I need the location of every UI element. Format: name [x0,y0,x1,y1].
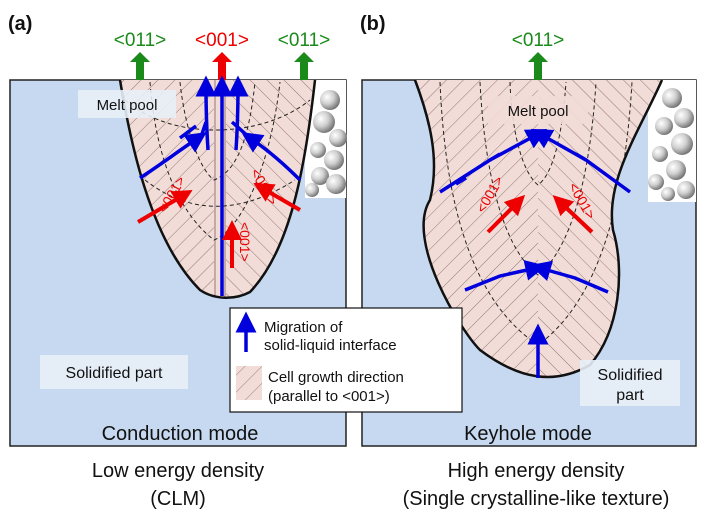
solidified-label-a: Solidified part [66,365,164,382]
panel-a-label: (a) [8,13,32,35]
powder-bed-b [648,80,696,202]
cell-growth-arrows-a [136,182,302,268]
top-direction-arrows-a [130,52,314,80]
dir-011-right: <011> [278,30,330,51]
dir-011-left: <011> [114,30,166,51]
interface-arrows-a [139,75,302,296]
mode-label-a: Conduction mode [102,423,259,445]
dir-011-b: <011> [512,30,564,51]
panel-b: (b) <011> Melt pool [360,13,697,510]
interface-arrows-b [439,128,632,378]
arrow-011-left-icon [130,52,150,80]
legend-migration-line1: Migration of [264,319,343,336]
arrow-001-center-icon [212,52,232,80]
legend-cell-line2: (parallel to <001>) [268,388,390,405]
caption-b-line2: (Single crystalline-like texture) [403,488,670,510]
mode-label-b: Keyhole mode [464,423,592,445]
panel-a: (a) [8,13,347,510]
dir-001-center: <001> [195,30,249,51]
panel-b-label: (b) [360,13,386,35]
caption-a-line2: (CLM) [150,488,206,510]
solidified-label-b-line1: Solidified [598,367,663,384]
cell-growth-arrows-b [486,194,594,234]
caption-b-line1: High energy density [448,460,625,482]
solidified-label-b-line2: part [616,387,644,404]
melt-pool-label-a: Melt pool [97,97,158,114]
label-001-vertical-a: <001> [237,222,253,262]
arrow-011-right-icon [294,52,314,80]
legend-box [229,307,463,413]
arrow-011-b-icon [528,52,548,80]
legend: Migration of solid-liquid interface Cell… [229,307,463,413]
caption-a-line1: Low energy density [92,460,264,482]
legend-migration-line2: solid-liquid interface [264,337,397,354]
melt-pool-label-b: Melt pool [508,103,569,120]
legend-cell-line1: Cell growth direction [268,369,404,386]
